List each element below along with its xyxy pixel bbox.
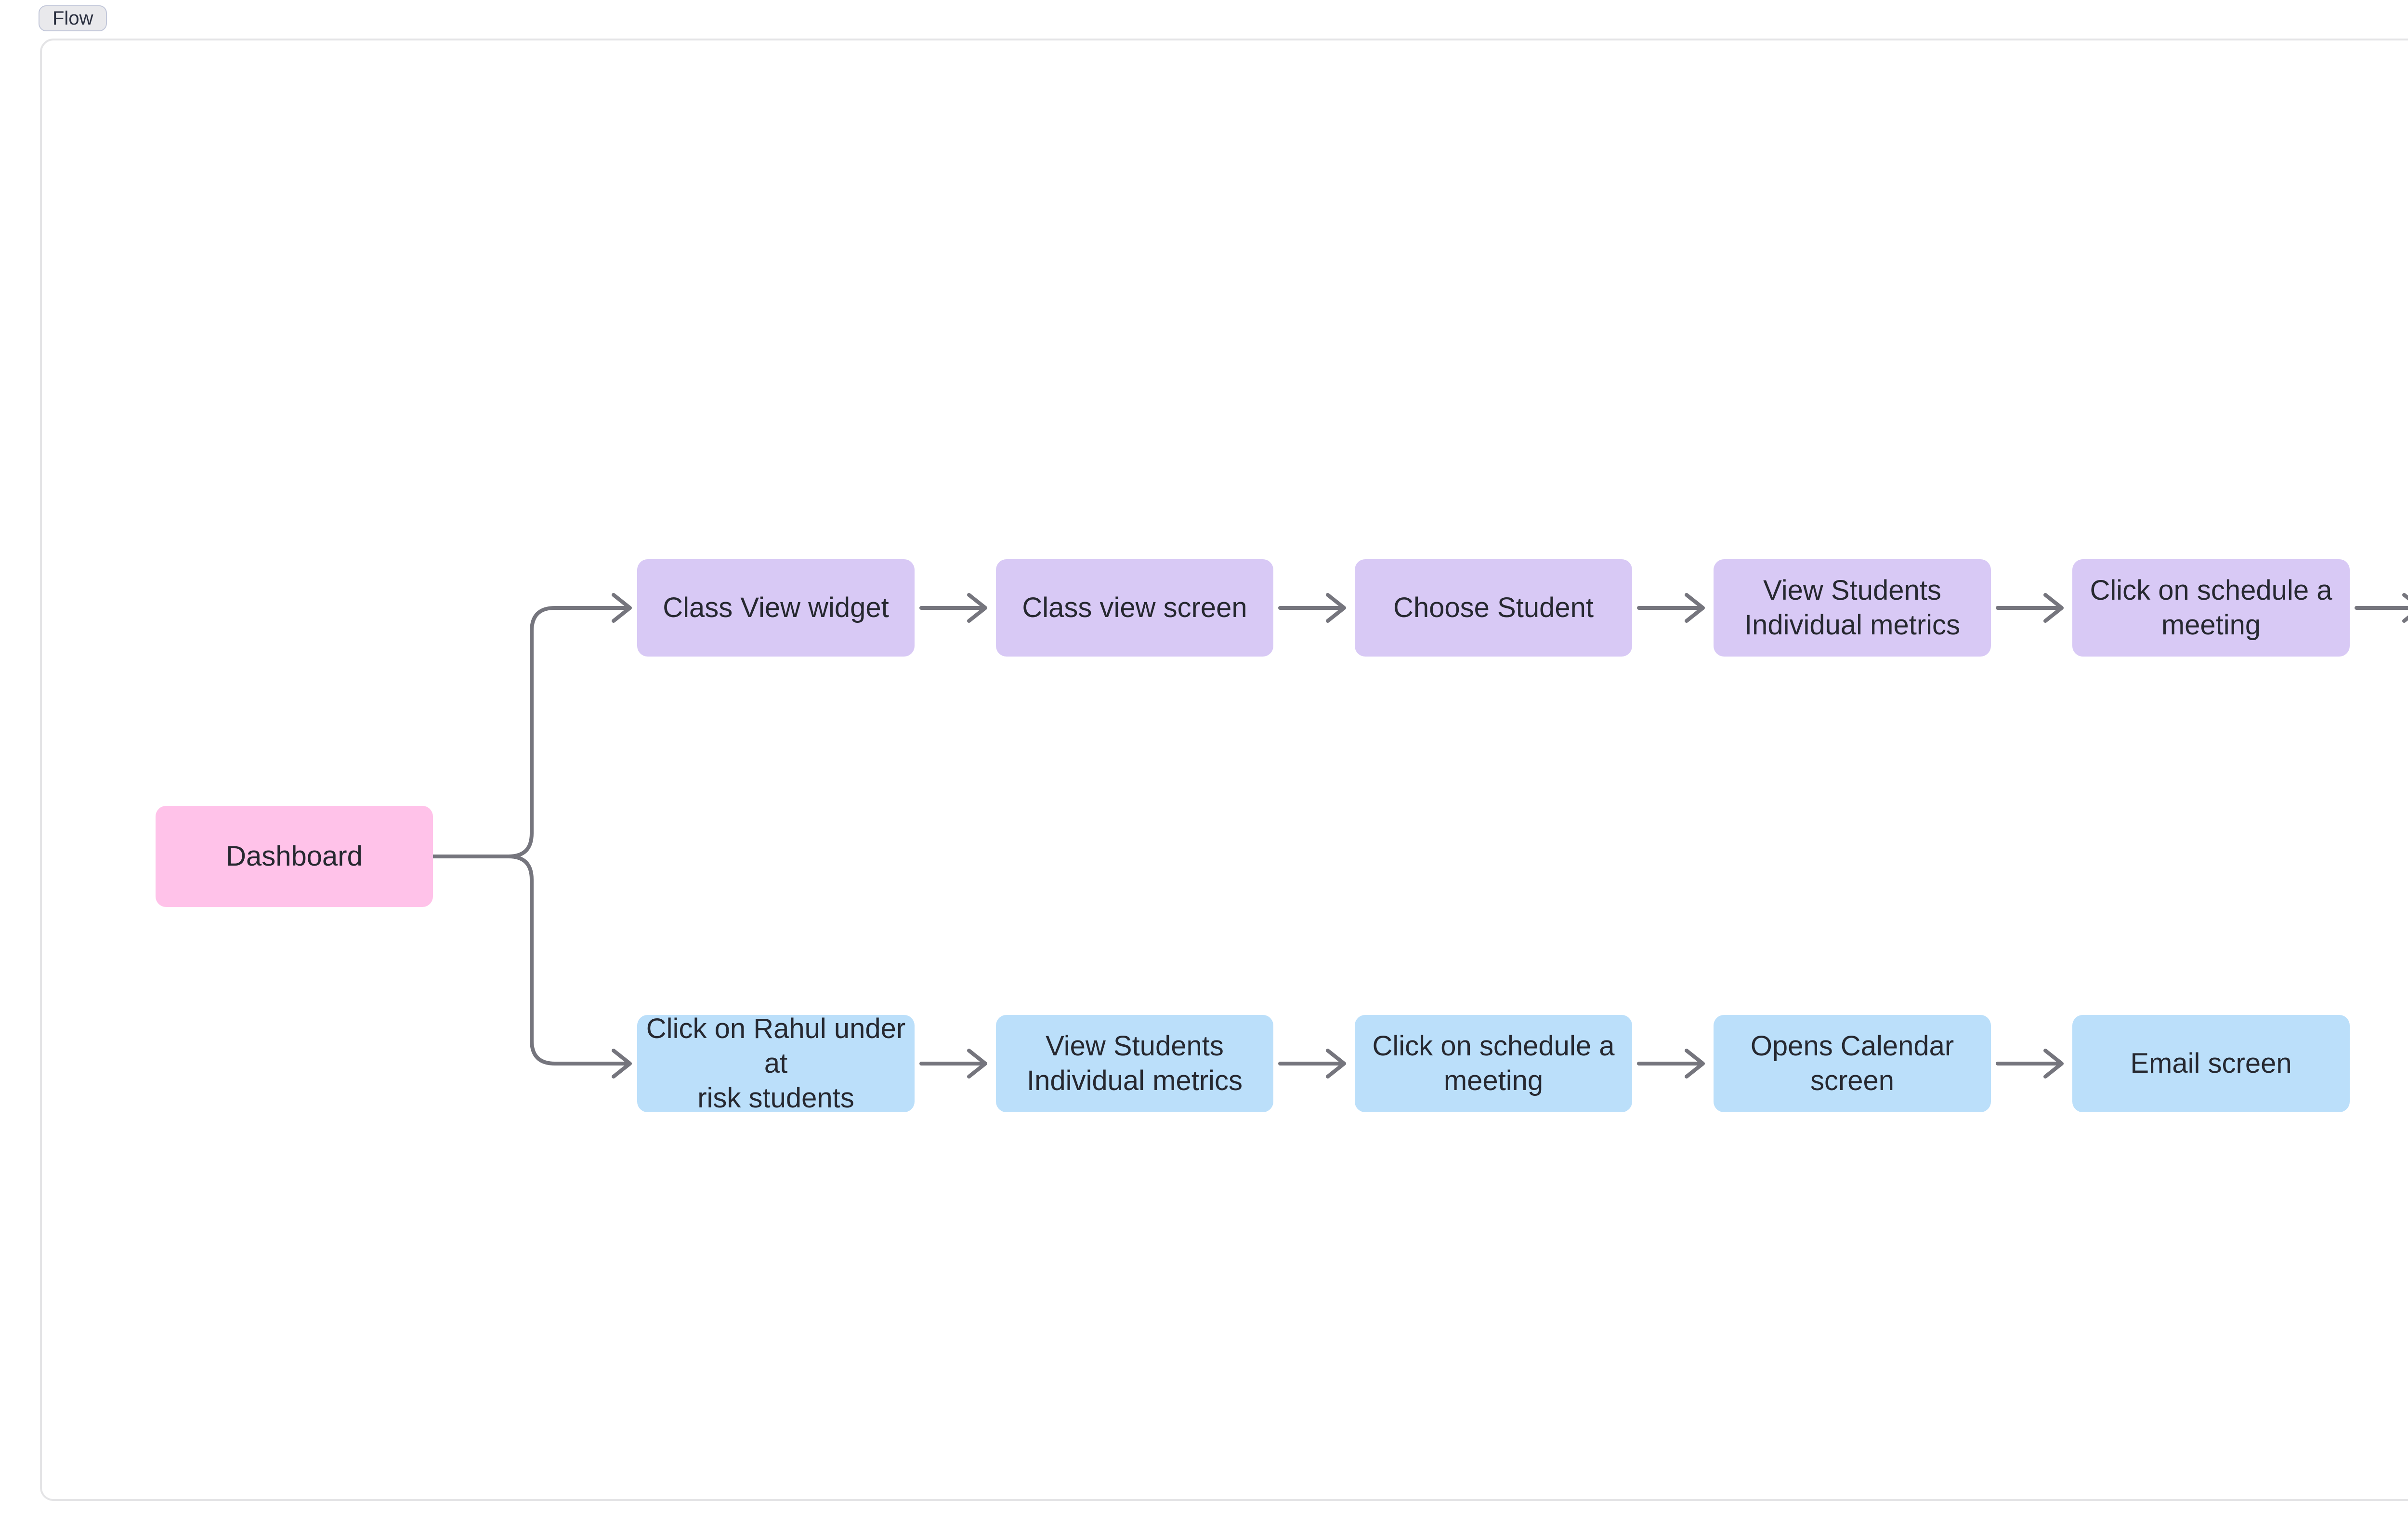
node-label: Opens Calendar screen [1750,1030,1954,1096]
node-dashboard[interactable]: Dashboard [156,806,433,907]
node-opens-calendar-bottom[interactable]: Opens Calendar screen [1714,1015,1991,1112]
node-class-view-widget[interactable]: Class View widget [637,559,915,657]
node-view-students-metrics-top[interactable]: View Students Individual metrics [1714,559,1991,657]
edge-top-5 [2355,593,2408,623]
edge-dashboard-to-top-branch [431,593,632,858]
node-label: Class view screen [1022,592,1247,623]
node-label: View Students Individual metrics [1744,575,1961,641]
node-label: Class View widget [663,592,889,623]
node-label: Email screen [2130,1048,2292,1079]
node-email-screen-bottom[interactable]: Email screen [2072,1015,2350,1112]
node-label: Click on Rahul under at risk students [646,1013,906,1114]
node-label: Click on schedule a meeting [2090,575,2332,641]
edge-top-1 [919,593,987,623]
node-click-rahul-at-risk[interactable]: Click on Rahul under at risk students [637,1013,915,1114]
edge-top-4 [1996,593,2064,623]
diagram-canvas[interactable] [40,39,2408,1501]
node-choose-student[interactable]: Choose Student [1355,559,1632,657]
node-label: Choose Student [1393,592,1594,623]
node-schedule-meeting-top[interactable]: Click on schedule a meeting [2072,559,2350,657]
node-label: Dashboard [226,841,363,872]
node-class-view-screen[interactable]: Class view screen [996,559,1273,657]
edge-bottom-3 [1637,1049,1705,1079]
edge-top-3 [1637,593,1705,623]
node-schedule-meeting-bottom[interactable]: Click on schedule a meeting [1355,1015,1632,1112]
edge-bottom-4 [1996,1049,2064,1079]
edge-bottom-2 [1278,1049,1346,1079]
edge-top-2 [1278,593,1346,623]
node-view-students-metrics-bottom[interactable]: View Students Individual metrics [996,1015,1273,1112]
flow-tab[interactable]: Flow [39,5,107,31]
edge-bottom-1 [919,1049,987,1079]
node-label: Click on schedule a meeting [1372,1030,1615,1096]
edge-dashboard-to-bottom-branch [431,855,632,1079]
node-label: View Students Individual metrics [1026,1030,1243,1096]
